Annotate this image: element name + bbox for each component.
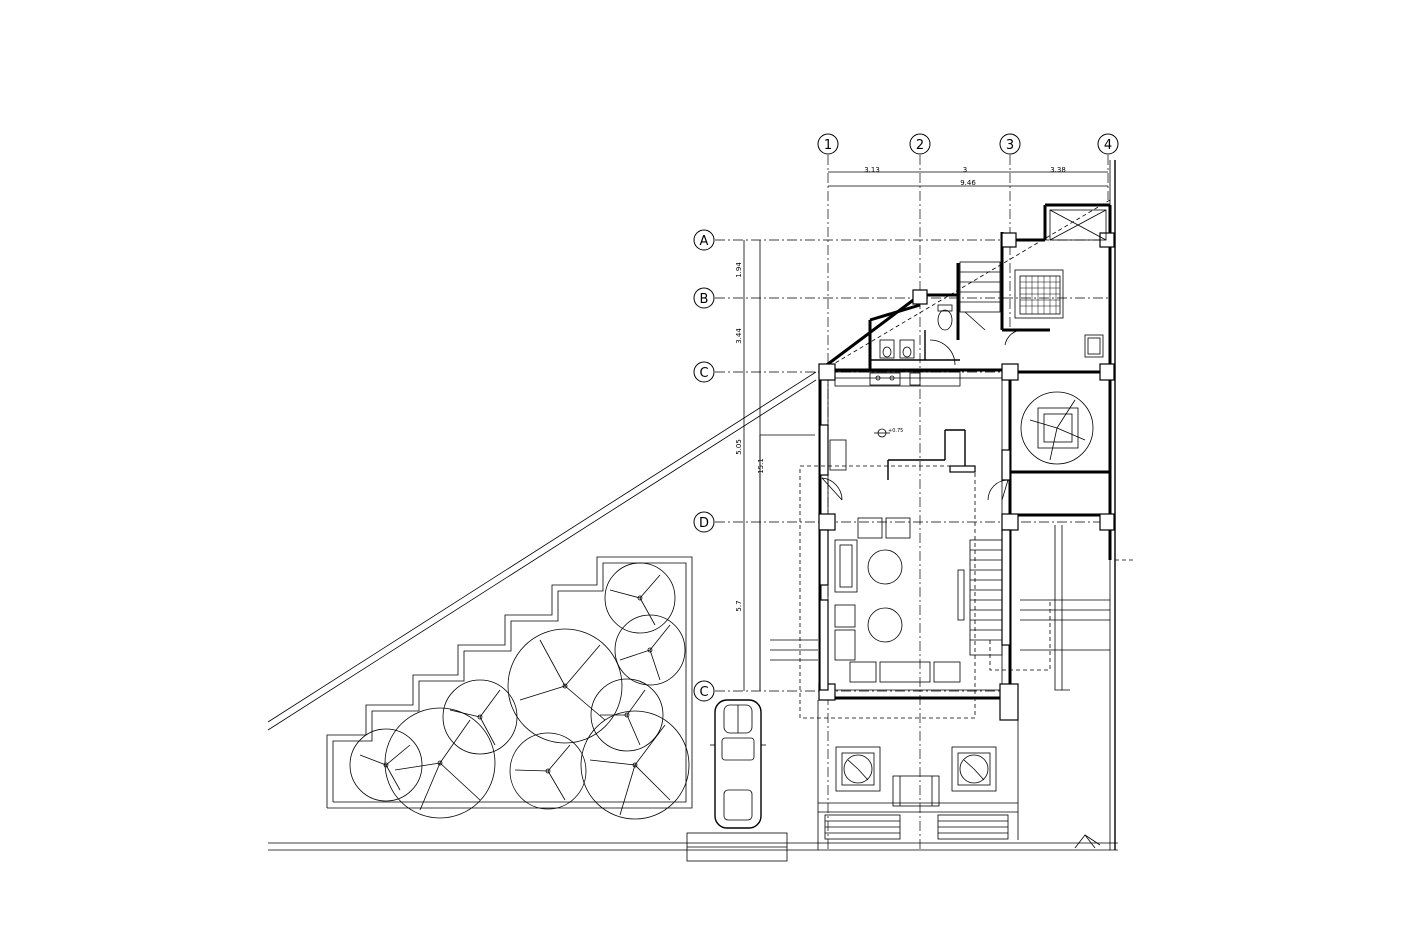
row-label-c2: C [699,685,708,700]
trees [349,562,690,820]
column-bubble-4: 4 [1097,133,1119,155]
armchair [933,661,961,683]
kitchen-counter [834,371,961,387]
storage-box [1049,209,1107,241]
dimension-top-1: 3.13 [864,166,880,174]
living-room [834,517,965,683]
tree-icon [580,710,690,820]
row-bubble-c2: C [693,680,715,702]
column-label-2: 2 [916,138,924,153]
car-icon [710,699,766,829]
armchair [834,604,856,628]
structural-columns [818,232,1115,721]
round-table [867,607,903,643]
tree-icon [509,732,587,810]
row-label-d: D [699,516,709,531]
dimension-left-2: 3.44 [735,328,743,344]
dimension-left-3: 5.05 [735,439,743,455]
gate [686,832,788,862]
left-dimensions: 1.94 3.44 5.05 5.7 15.1 [735,240,765,691]
column-bubble-3: 3 [999,133,1021,155]
row-label-a: A [700,234,709,249]
column-label-3: 3 [1006,138,1014,153]
dimension-top-3: 3.38 [1050,166,1066,174]
house-walls [818,203,1112,700]
armchair [834,629,856,661]
planter [835,746,881,792]
row-bubble-c: C [693,361,715,383]
sofa [834,539,858,593]
grid-lines [715,155,1110,850]
entry-steps [892,775,940,807]
dimension-left-4: 5.7 [735,600,743,611]
row-label-b: B [700,292,709,307]
column-label-1: 1 [824,138,832,153]
armchair [849,661,877,683]
tree-icon [384,707,496,819]
row-bubble-a: A [693,229,715,251]
row-bubble-b: B [693,287,715,309]
tree-icon [442,679,518,755]
dimension-left-total: 15.1 [757,458,765,474]
front-terrace [817,700,1019,850]
site-boundary [267,160,1118,851]
bathroom [879,304,953,359]
dimension-top-total: 9.46 [960,179,976,187]
column-label-4: 4 [1104,138,1112,153]
courtyard-planter [1020,391,1094,465]
level-mark-label: +0.75 [888,428,903,434]
bed [1014,269,1064,319]
chair [1084,334,1104,358]
tree-icon [349,728,423,802]
planter [951,746,997,792]
overhang-outlines [759,434,1110,719]
console-table [957,569,965,621]
top-dimensions: 3.13 3 3.38 9.46 [828,166,1108,187]
tree-icon [614,614,686,686]
armchair [857,517,883,539]
corner-mark [1074,834,1101,849]
row-label-c: C [699,366,708,381]
upper-stair [959,261,1001,331]
column-bubble-2: 2 [909,133,931,155]
tree-icon [507,628,623,744]
armchair [885,517,911,539]
side-cabinet [829,439,847,471]
doors [821,329,1024,501]
garden-bed [326,556,693,809]
level-mark: +0.75 [874,428,903,438]
sofa [879,661,931,683]
column-bubble-1: 1 [817,133,839,155]
dimension-left-1: 1.94 [735,262,743,278]
tree-icon [590,678,664,752]
round-table [867,549,903,585]
row-bubble-d: D [693,511,715,533]
tree-icon [604,562,676,634]
dimension-top-2: 3 [963,166,967,174]
